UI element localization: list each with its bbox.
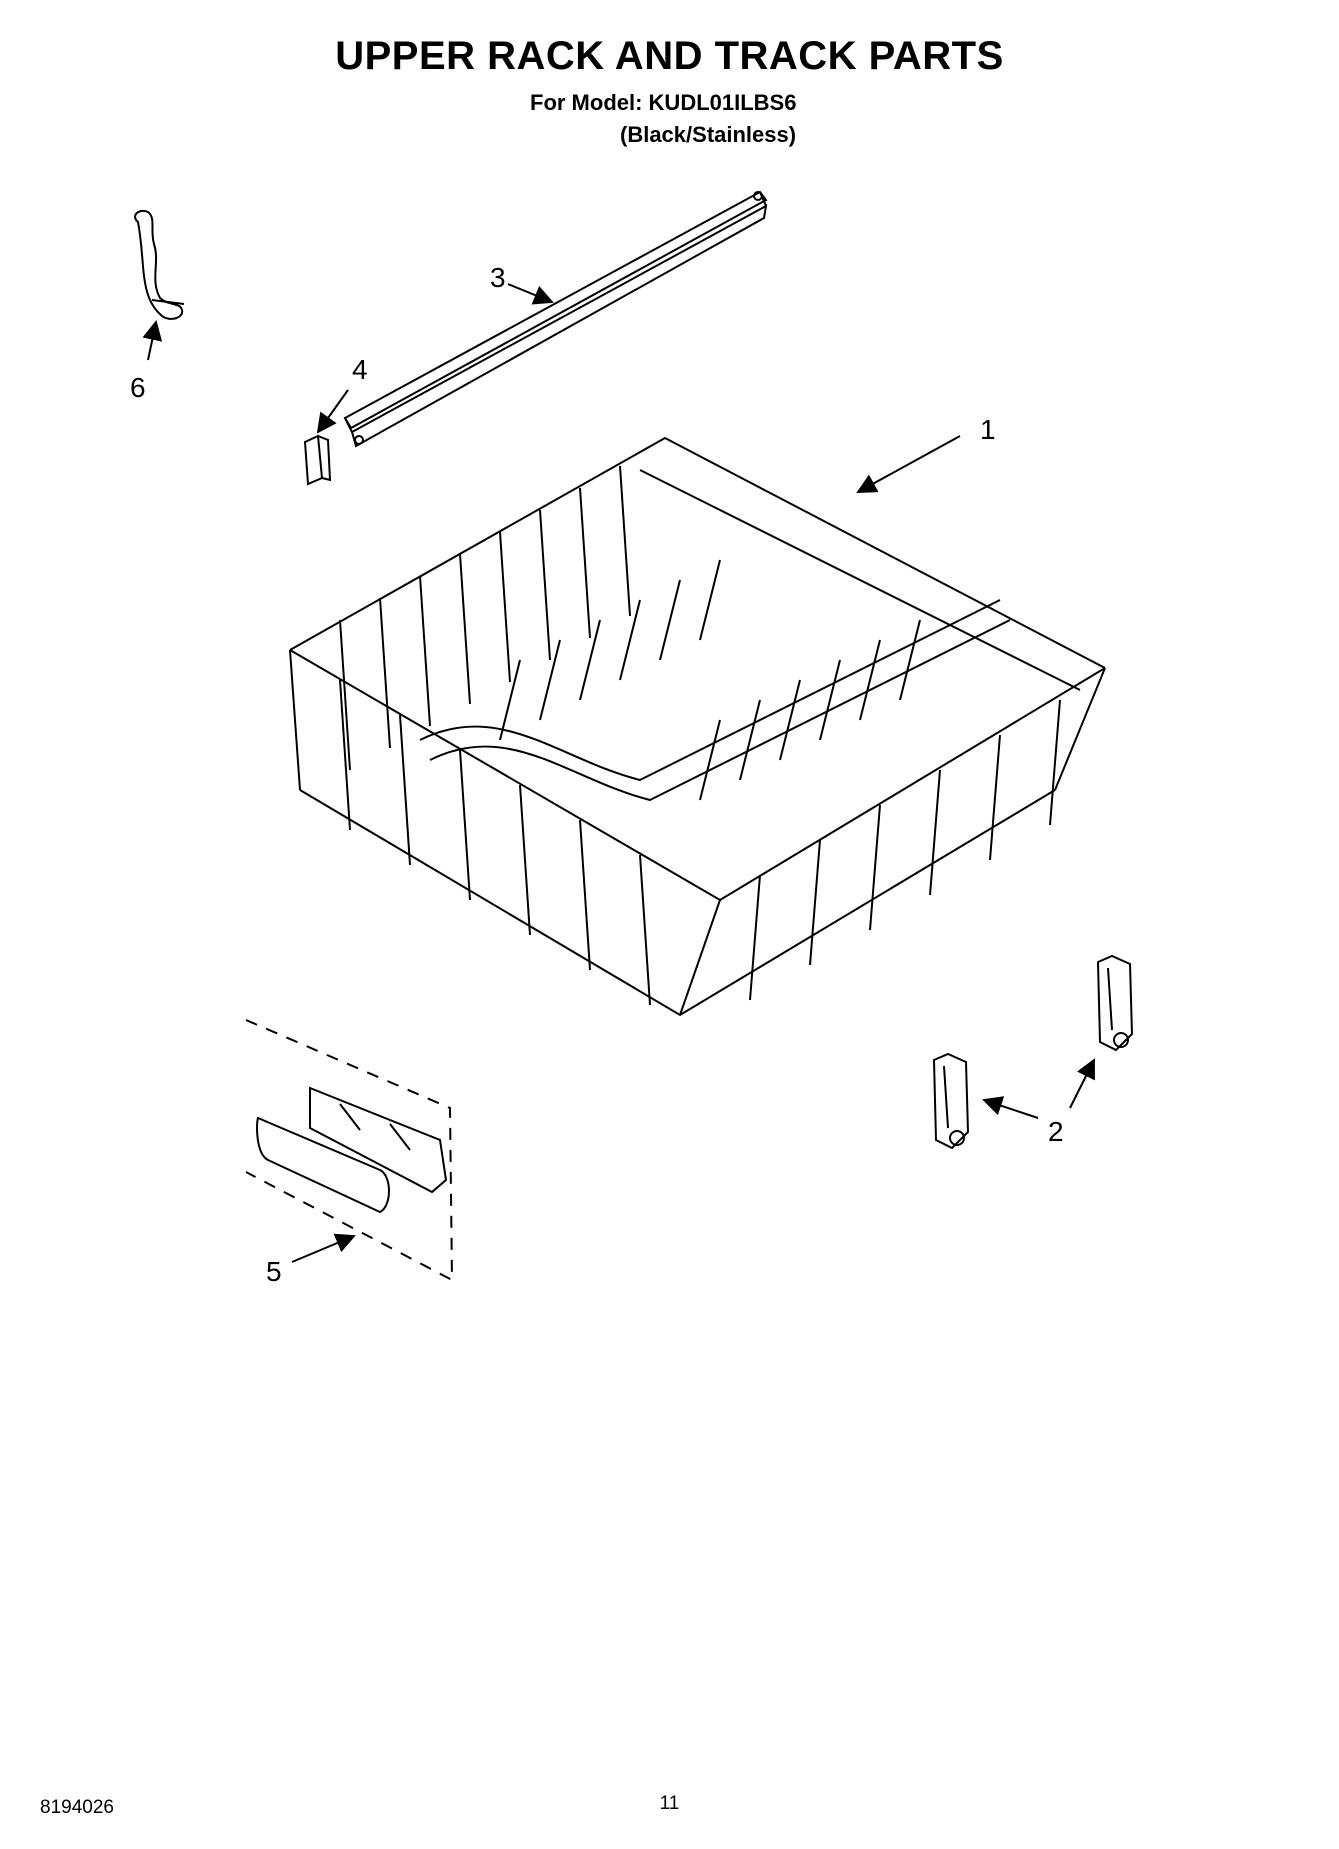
page-title: UPPER RACK AND TRACK PARTS [335,34,1004,78]
document-number: 8194026 [40,1797,114,1818]
part-1-rack-drawing [289,436,1106,1017]
part-5-handle-drawing [245,1019,454,1282]
callout-1: 1 [980,414,996,445]
model-line: For Model: KUDL01ILBS6 [530,90,797,115]
callout-2: 2 [1048,1116,1064,1147]
variant-line: (Black/Stainless) [620,122,797,147]
part-2-rollers-drawing [932,954,1134,1150]
callout-5: 5 [266,1256,282,1287]
part-6-clip-drawing [134,209,185,320]
page-number: 11 [659,1793,680,1814]
callout-6: 6 [130,372,146,403]
callout-4: 4 [352,354,368,385]
leader-arrows [142,283,1095,1263]
callout-3: 3 [490,262,506,293]
part-3-track-drawing [343,190,768,448]
part-4-end-cap-drawing [303,434,332,486]
